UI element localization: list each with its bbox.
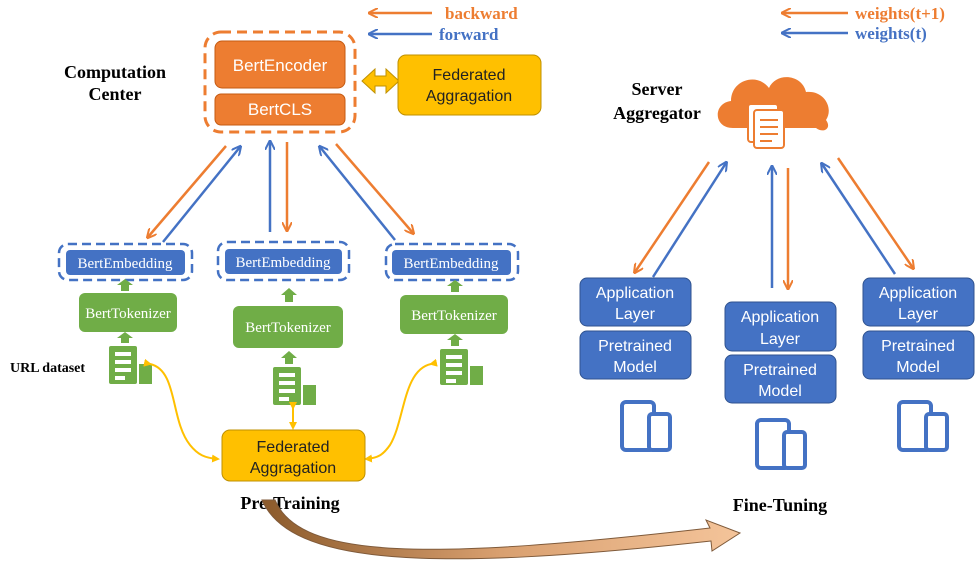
bert-tokenizer-label: BertTokenizer — [245, 320, 331, 336]
client-2: BertEmbedding BertTokenizer — [216, 240, 351, 405]
center-federated-double-arrow — [361, 67, 400, 95]
application-layer-line2: Layer — [615, 306, 656, 323]
arrow-backward-client3 — [335, 143, 413, 233]
up-arrow-icon — [281, 288, 297, 302]
pretrained-model-box — [862, 330, 975, 380]
client-1: BertEmbedding BertTokenizer — [57, 242, 194, 384]
pretrained-model-line1: Pretrained — [598, 338, 672, 355]
arrow-weights-next-device3 — [836, 157, 913, 268]
arrow-weights-next-device1 — [635, 161, 711, 272]
up-arrow-icon — [447, 334, 463, 346]
arrow-backward-client1 — [148, 145, 227, 237]
tablet-phone-icon — [755, 418, 807, 470]
bert-cls-box — [214, 93, 346, 126]
up-arrow-icon — [281, 351, 297, 364]
legend-forward: forward — [370, 25, 499, 44]
pretrained-model-line2: Model — [896, 359, 940, 376]
bert-embedding-box — [66, 250, 185, 275]
application-layer-line2: Layer — [760, 331, 801, 348]
legend-weights-current-label: weights(t) — [855, 24, 927, 43]
bert-tokenizer-box — [79, 293, 177, 332]
pretrained-model-box — [724, 354, 837, 404]
fine-tuning-label: Fine-Tuning — [733, 495, 827, 515]
bottom-federated-line1: Federated — [257, 439, 330, 456]
computation-center-label-line2: Center — [89, 84, 142, 104]
bert-tokenizer-label: BertTokenizer — [85, 306, 171, 322]
application-layer-line1: Application — [879, 285, 957, 302]
arrow-weights-current-device1 — [651, 163, 726, 278]
dataset-building-icon — [109, 346, 152, 384]
legend-weights-current: weights(t) — [783, 24, 927, 43]
arrow-weights-current-device3 — [822, 164, 897, 275]
connector-client1-federated — [143, 358, 220, 463]
up-arrow-icon — [117, 279, 133, 291]
pretrained-model-box — [579, 330, 692, 380]
dataset-building-icon — [440, 349, 483, 385]
bert-tokenizer-box — [233, 306, 343, 348]
bert-embedding-box — [392, 250, 511, 275]
application-layer-line1: Application — [741, 309, 819, 326]
pretrained-model-line2: Model — [758, 383, 802, 400]
device-2: Application Layer Pretrained Model — [724, 301, 837, 470]
dataset-building-icon — [273, 367, 316, 405]
embedding-dashed-frame — [216, 240, 351, 282]
top-federated-box — [397, 54, 542, 116]
bert-embedding-box — [225, 249, 342, 274]
bert-encoder-box — [214, 40, 346, 89]
legend-weights-next: weights(t+1) — [783, 4, 945, 23]
arrow-forward-client3 — [320, 147, 396, 241]
bert-cls-label: BertCLS — [248, 100, 312, 119]
embedding-dashed-frame — [384, 242, 520, 282]
computation-center-label-line1: Computation — [64, 62, 166, 82]
application-layer-line2: Layer — [898, 306, 939, 323]
tablet-phone-icon — [897, 400, 949, 452]
bottom-federated-line2: Aggragation — [250, 460, 336, 477]
bert-encoder-label: BertEncoder — [233, 56, 328, 75]
pretrained-model-line2: Model — [613, 359, 657, 376]
up-arrow-icon — [117, 332, 133, 343]
tablet-phone-icon — [620, 400, 672, 452]
top-federated-line2: Aggragation — [426, 88, 512, 105]
bert-embedding-label: BertEmbedding — [404, 256, 499, 272]
up-arrow-icon — [447, 280, 463, 292]
application-layer-box — [862, 277, 975, 327]
server-label-line2: Aggregator — [613, 103, 701, 123]
bottom-federated-box — [221, 429, 366, 482]
server-label-line1: Server — [632, 79, 683, 99]
bert-tokenizer-box — [400, 295, 508, 334]
pretrained-model-line1: Pretrained — [881, 338, 955, 355]
top-federated-line1: Federated — [433, 67, 506, 84]
bert-embedding-label: BertEmbedding — [78, 256, 173, 272]
application-layer-box — [579, 277, 692, 327]
transition-curved-arrow — [261, 499, 742, 560]
device-3: Application Layer Pretrained Model — [862, 277, 975, 452]
connector-client3-federated — [364, 358, 438, 463]
computation-center-dashed-frame — [203, 30, 357, 134]
legend-forward-label: forward — [439, 25, 499, 44]
legend-backward-label: backward — [445, 4, 518, 23]
application-layer-box — [724, 301, 837, 352]
legend-backward: backward — [370, 4, 518, 23]
legend-weights-next-label: weights(t+1) — [855, 4, 945, 23]
application-layer-line1: Application — [596, 285, 674, 302]
pretrained-model-line1: Pretrained — [743, 362, 817, 379]
arrow-forward-client1 — [162, 147, 240, 243]
pre-training-label: Pre-Training — [240, 493, 339, 513]
bert-embedding-label: BertEmbedding — [236, 255, 331, 271]
device-1: Application Layer Pretrained Model — [579, 277, 692, 452]
bert-tokenizer-label: BertTokenizer — [411, 308, 497, 324]
url-dataset-label: URL dataset — [10, 361, 85, 376]
cloud-server-icon — [717, 77, 829, 149]
client-3: BertEmbedding BertTokenizer — [384, 242, 520, 385]
